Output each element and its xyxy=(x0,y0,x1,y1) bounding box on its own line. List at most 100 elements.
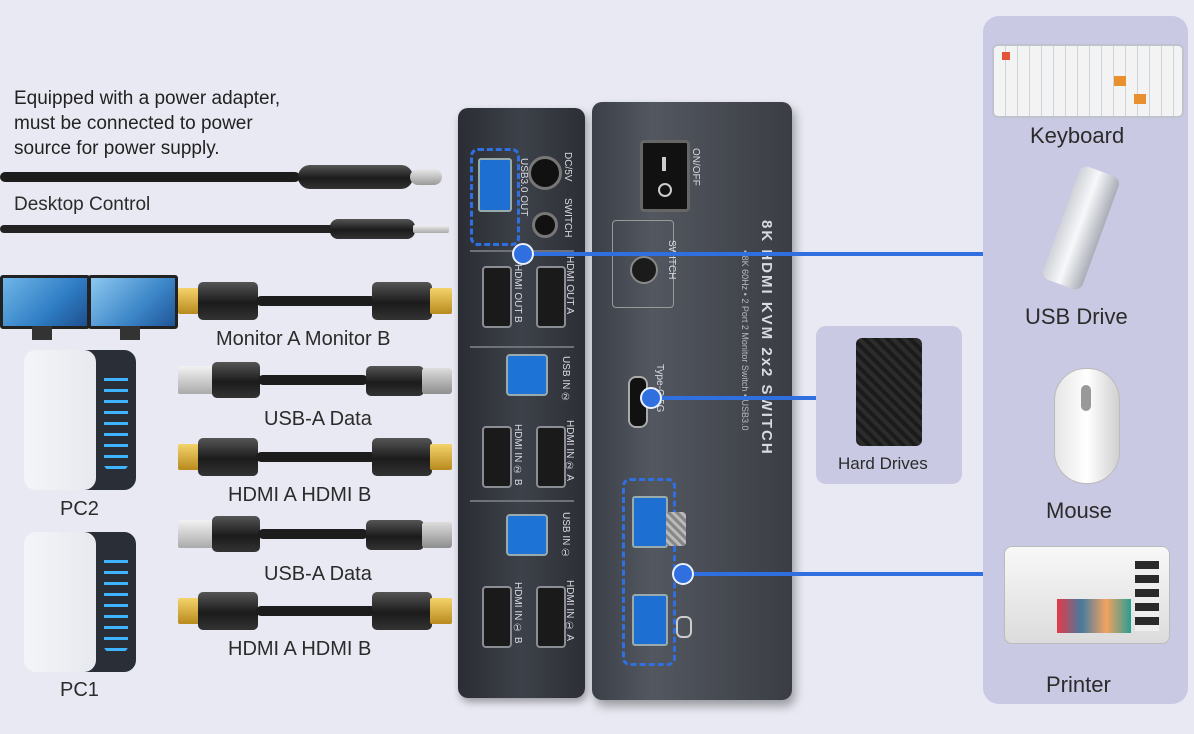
typec-label: Type-C 5G xyxy=(654,364,665,413)
power-plug-tip xyxy=(410,169,442,185)
hdmi-in-1b-port[interactable] xyxy=(482,586,512,648)
usb-a-tip xyxy=(178,520,214,548)
hdmi-cable xyxy=(256,452,376,462)
hdmi-bottom-label: HDMI A HDMI B xyxy=(228,638,372,660)
usb-b-plug xyxy=(366,366,424,396)
hdmi-tip xyxy=(430,444,452,470)
front-usb-port-2[interactable] xyxy=(632,594,668,646)
dc-label: DC/5V xyxy=(562,152,573,182)
usb-drive-label: USB Drive xyxy=(1025,304,1128,329)
switch-jack-label: SWITCH xyxy=(562,198,573,238)
front-usb-connector-dot xyxy=(672,563,694,585)
usb-a-plug xyxy=(212,362,260,398)
hard-drives-label: Hard Drives xyxy=(838,454,928,473)
desktop-control-cable xyxy=(0,225,340,233)
desktop-control-label: Desktop Control xyxy=(14,194,151,215)
usb-in-2-label: USB IN ② xyxy=(560,356,571,404)
switch-button-label: SWITCH xyxy=(666,240,677,280)
hdmi-in-1a-port[interactable] xyxy=(536,586,566,648)
usb-in-2-port[interactable] xyxy=(506,354,548,396)
printer-label: Printer xyxy=(1046,672,1111,697)
keyboard-label: Keyboard xyxy=(1030,123,1125,148)
usb-a-tip xyxy=(178,366,214,394)
usb-data-top-label: USB-A Data xyxy=(264,408,372,430)
product-subtitle: • 8K 60Hz • 2 Port 2 Monitor Switch • US… xyxy=(740,250,750,431)
pc2-icon xyxy=(24,350,136,490)
hdmi-plug xyxy=(372,282,432,320)
pc2-label: PC2 xyxy=(60,498,99,520)
monitor-b-icon xyxy=(88,275,178,329)
panel-divider xyxy=(470,500,574,502)
usb-a-plug xyxy=(212,516,260,552)
hdmi-in-2a-label: HDMI IN ② A xyxy=(564,420,575,482)
hdmi-tip xyxy=(430,288,452,314)
hdmi-plug xyxy=(372,438,432,476)
hard-drive-icon xyxy=(856,338,922,446)
hdmi-tip xyxy=(178,598,200,624)
keyboard-port-icon xyxy=(666,512,686,546)
hdmi-plug xyxy=(198,282,258,320)
audio-plug-tip xyxy=(413,225,449,233)
hdmi-out-a-label: HDMI OUT A xyxy=(564,256,575,315)
hdmi-in-1a-label: HDMI IN ① A xyxy=(564,580,575,642)
hdmi-out-b-label: HDMI OUT B xyxy=(512,264,523,323)
hdmi-top-label: HDMI A HDMI B xyxy=(228,484,372,506)
monitor-b-stand xyxy=(120,326,140,340)
switch-button-frame xyxy=(612,220,674,308)
usb-drive-connector-line xyxy=(520,252,984,256)
power-plug xyxy=(298,165,413,189)
hdmi-out-b-port[interactable] xyxy=(482,266,512,328)
hdmi-in-2a-port[interactable] xyxy=(536,426,566,488)
usb-b-tip xyxy=(422,368,452,394)
onoff-label: ON/OFF xyxy=(690,148,701,186)
switch-button[interactable] xyxy=(630,256,658,284)
front-usb-highlight xyxy=(622,478,676,666)
panel-divider xyxy=(470,346,574,348)
typec-connector-dot xyxy=(640,387,662,409)
power-note: Equipped with a power adapter, must be c… xyxy=(14,86,344,161)
mouse-port-icon xyxy=(676,616,692,638)
power-note-line-1: Equipped with a power adapter, xyxy=(14,88,281,109)
monitor-a-stand xyxy=(32,326,52,340)
usb-b-plug xyxy=(366,520,424,550)
hdmi-plug xyxy=(198,438,258,476)
printer-connector-line xyxy=(684,572,984,576)
usb-in-1-port[interactable] xyxy=(506,514,548,556)
hard-drive-connector-line xyxy=(650,396,816,400)
power-note-line-3: source for power supply. xyxy=(14,138,220,159)
mouse-icon xyxy=(1054,368,1120,484)
printer-icon xyxy=(1004,546,1170,644)
usb-b-tip xyxy=(422,522,452,548)
pc1-label: PC1 xyxy=(60,679,99,701)
hdmi-plug xyxy=(372,592,432,630)
mouse-label: Mouse xyxy=(1046,498,1113,523)
hdmi-out-a-port[interactable] xyxy=(536,266,566,328)
hdmi-in-1b-label: HDMI IN ① B xyxy=(512,582,523,644)
power-switch[interactable] xyxy=(640,140,690,212)
usb-out-highlight xyxy=(470,148,520,246)
usb-data-bottom-label: USB-A Data xyxy=(264,563,372,585)
hdmi-in-2b-port[interactable] xyxy=(482,426,512,488)
usb-out-label: USB3.0 OUT xyxy=(518,158,529,217)
monitor-a-icon xyxy=(0,275,90,329)
hdmi-plug xyxy=(198,592,258,630)
power-note-line-2: must be connected to power xyxy=(14,113,253,134)
hdmi-tip xyxy=(178,288,200,314)
usb-cable xyxy=(258,375,368,385)
switch-jack[interactable] xyxy=(532,212,558,238)
audio-plug xyxy=(330,219,415,239)
usb-in-1-label: USB IN ① xyxy=(560,512,571,560)
hdmi-in-2b-label: HDMI IN ② B xyxy=(512,424,523,486)
hdmi-cable xyxy=(256,606,376,616)
usb-out-port[interactable] xyxy=(478,158,512,212)
kvm-front-panel xyxy=(592,102,792,700)
hdmi-tip xyxy=(430,598,452,624)
pc1-icon xyxy=(24,532,136,672)
usb-out-connector-dot xyxy=(512,243,534,265)
keyboard-icon xyxy=(992,44,1184,118)
monitors-label: Monitor A Monitor B xyxy=(216,328,391,350)
usb-cable xyxy=(258,529,368,539)
power-cable xyxy=(0,172,300,182)
dc-jack[interactable] xyxy=(528,156,562,190)
hdmi-tip xyxy=(178,444,200,470)
